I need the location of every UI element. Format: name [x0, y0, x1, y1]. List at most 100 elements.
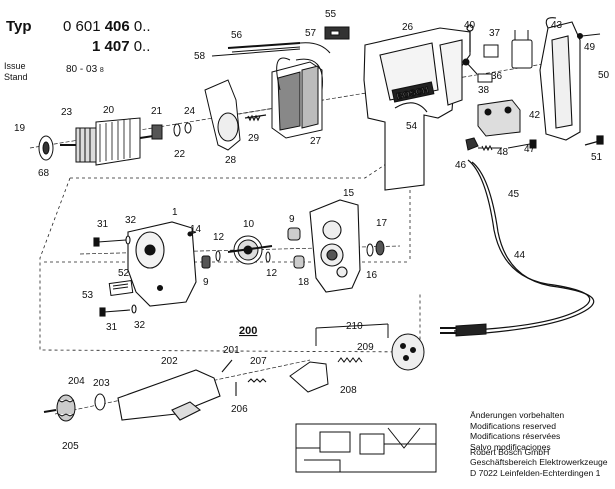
- power-cable: [453, 159, 595, 336]
- gear-10: [227, 235, 273, 265]
- part-label-12: 12: [266, 268, 278, 279]
- company-info: Robert Bosch GmbH Geschäftsbereich Elekt…: [470, 447, 608, 478]
- part-label-1: 1: [172, 207, 178, 218]
- part-label-21: 21: [151, 106, 163, 117]
- type-number-line-1: 0 601 406 0..: [63, 18, 151, 35]
- part-label-32: 32: [134, 320, 146, 331]
- armature: [60, 117, 161, 166]
- part-label-203: 203: [93, 378, 110, 389]
- type-number-prefix: 0 601: [63, 18, 101, 35]
- issue-labels: Issue Stand: [4, 61, 28, 83]
- part-label-32: 32: [125, 215, 137, 226]
- part-label-27: 27: [310, 136, 322, 147]
- power-plug: [440, 323, 487, 337]
- part-label-208: 208: [340, 385, 357, 396]
- screw-51: [584, 135, 604, 146]
- part-label-9: 9: [203, 277, 209, 288]
- part-label-51: 51: [591, 152, 603, 163]
- part-label-55: 55: [325, 9, 337, 20]
- part-label-15: 15: [343, 188, 355, 199]
- part-label-46: 46: [455, 160, 467, 171]
- part-end-cap: [38, 135, 54, 161]
- part-label-31: 31: [97, 219, 109, 230]
- switch: [477, 99, 521, 137]
- handle-cover: [539, 17, 581, 141]
- part-label-52: 52: [118, 268, 130, 279]
- part-label-58: 58: [194, 51, 206, 62]
- note-de: Änderungen vorbehalten: [470, 410, 565, 420]
- part-label-45: 45: [508, 189, 520, 200]
- part-label-17: 17: [376, 218, 388, 229]
- part-label-14: 14: [190, 224, 202, 235]
- note-en: Modifications reserved: [470, 420, 556, 431]
- company-name: Robert Bosch GmbH: [470, 447, 550, 457]
- label-plate: [108, 279, 134, 297]
- note-fr: Modifications réservées: [470, 431, 561, 442]
- type-number-bold: 406: [104, 18, 130, 35]
- part-label-31: 31: [106, 322, 118, 333]
- gear-bearings: [287, 227, 385, 269]
- modification-notes: Änderungen vorbehalten Modifications res…: [470, 410, 564, 452]
- type-number-line-2: 1 407 0..: [92, 38, 150, 55]
- part-label-201: 201: [223, 345, 240, 356]
- part-label-205: 205: [62, 441, 79, 452]
- issue-date: 80 - 03: [66, 64, 98, 75]
- part-label-20: 20: [103, 105, 115, 116]
- part-label-57: 57: [305, 28, 317, 39]
- handle-pins: [221, 359, 267, 396]
- part-label-36: 36: [491, 71, 503, 82]
- cord-clamp-parts: [465, 137, 537, 152]
- issue-label: Issue: [4, 61, 26, 71]
- part-label-28: 28: [225, 155, 237, 166]
- chuck-assembly: [43, 393, 106, 422]
- part-label-50: 50: [598, 70, 610, 81]
- screws-31-32: [93, 235, 137, 317]
- baffle: [204, 79, 241, 151]
- part-label-43: 43: [551, 20, 563, 31]
- part-label-68: 68: [38, 168, 50, 179]
- type-label: Typ: [6, 18, 32, 35]
- gear-housing: [309, 199, 361, 293]
- part-label-12: 12: [213, 232, 225, 243]
- part-label-56: 56: [231, 30, 243, 41]
- company-division: Geschäftsbereich Elektrowerkzeuge: [470, 457, 608, 468]
- note-es: Salvo modificaciones: [470, 441, 551, 452]
- screw-40: [466, 24, 474, 52]
- type-number-suffix: 0..: [133, 18, 151, 35]
- part-label-49: 49: [584, 42, 596, 53]
- part-label-38: 38: [478, 85, 490, 96]
- part-label-29: 29: [248, 133, 260, 144]
- part-label-22: 22: [174, 149, 186, 160]
- bearing-and-washers: [151, 122, 192, 140]
- stand-label: Stand: [4, 72, 28, 82]
- part-label-210: 210: [346, 321, 363, 332]
- type-number-bold-2: 1 407: [92, 38, 130, 55]
- part-label-42: 42: [529, 110, 541, 121]
- capacitor: [511, 30, 533, 69]
- part-label-204: 204: [68, 376, 85, 387]
- part-label-24: 24: [184, 106, 196, 117]
- type-number-suffix-2: 0..: [133, 38, 151, 55]
- company-address: D 7022 Leinfelden-Echterdingen 1: [470, 467, 601, 478]
- motor-housing: BOSCH: [363, 27, 471, 191]
- part-label-54: 54: [406, 121, 418, 132]
- gearbox-body: [127, 221, 197, 307]
- part-label-23: 23: [61, 107, 73, 118]
- part-label-18: 18: [298, 277, 310, 288]
- part-label-44: 44: [514, 250, 526, 261]
- wiring-schematic: [295, 423, 437, 473]
- part-label-206: 206: [231, 404, 248, 415]
- part-label-207: 207: [250, 356, 267, 367]
- auxiliary-handle: [117, 369, 221, 421]
- part-label-200: 200: [239, 325, 257, 337]
- brush-parts-top: [211, 26, 350, 57]
- part-label-19: 19: [14, 123, 26, 134]
- part-label-202: 202: [161, 356, 178, 367]
- pin-14: [189, 231, 197, 235]
- part-label-209: 209: [357, 342, 374, 353]
- part-label-53: 53: [82, 290, 94, 301]
- part-label-40: 40: [464, 20, 476, 31]
- screw-29: [244, 114, 267, 122]
